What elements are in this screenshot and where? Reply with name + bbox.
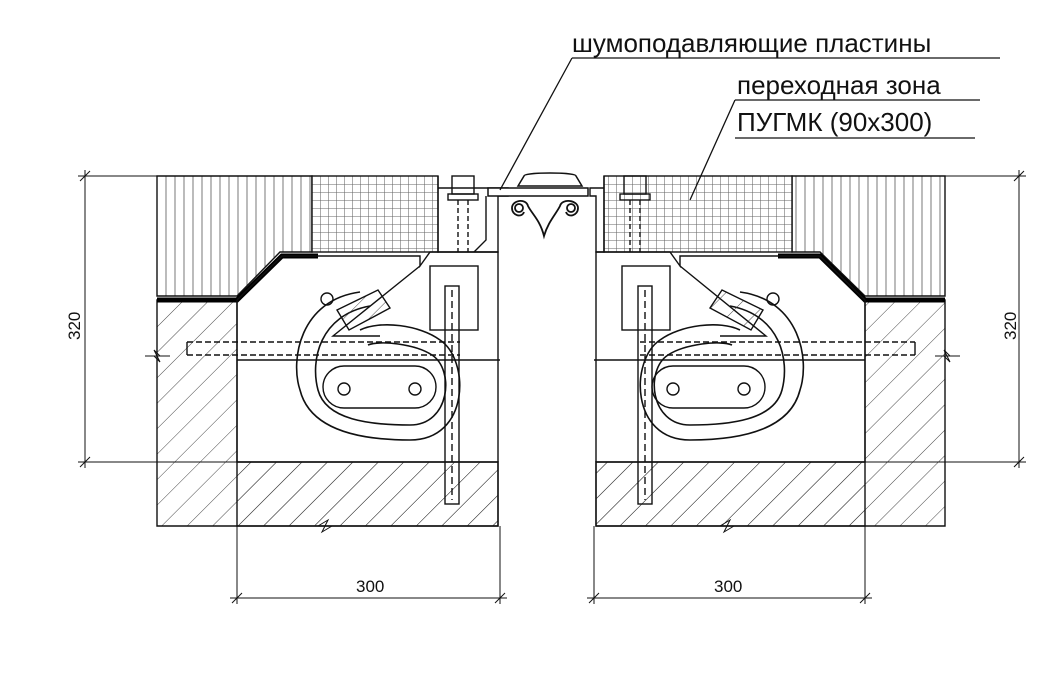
callout-material: ПУГМК (90х300) <box>737 107 932 137</box>
left-concrete-slab <box>156 299 499 527</box>
left-anchor-block <box>186 175 509 505</box>
callout-noise-plates: шумоподавляющие пластины <box>572 28 931 58</box>
dimension-width-right: 300 <box>714 577 742 596</box>
dimension-height-left: 320 <box>65 312 84 340</box>
callout-transition-zone: переходная зона <box>737 70 941 100</box>
left-asphalt-layer <box>156 175 318 303</box>
right-anchor-block <box>589 175 916 505</box>
right-transition-zone <box>603 175 793 253</box>
right-asphalt-layer <box>778 175 946 303</box>
dimension-height-right: 320 <box>1001 312 1020 340</box>
dimension-width-left: 300 <box>356 577 384 596</box>
left-transition-zone <box>311 175 439 253</box>
noise-reduction-plates <box>487 172 589 197</box>
leader-lines <box>499 57 1000 201</box>
rubber-seal-profile <box>511 200 579 240</box>
right-concrete-slab <box>595 299 946 527</box>
dimension-lines <box>78 170 1026 604</box>
